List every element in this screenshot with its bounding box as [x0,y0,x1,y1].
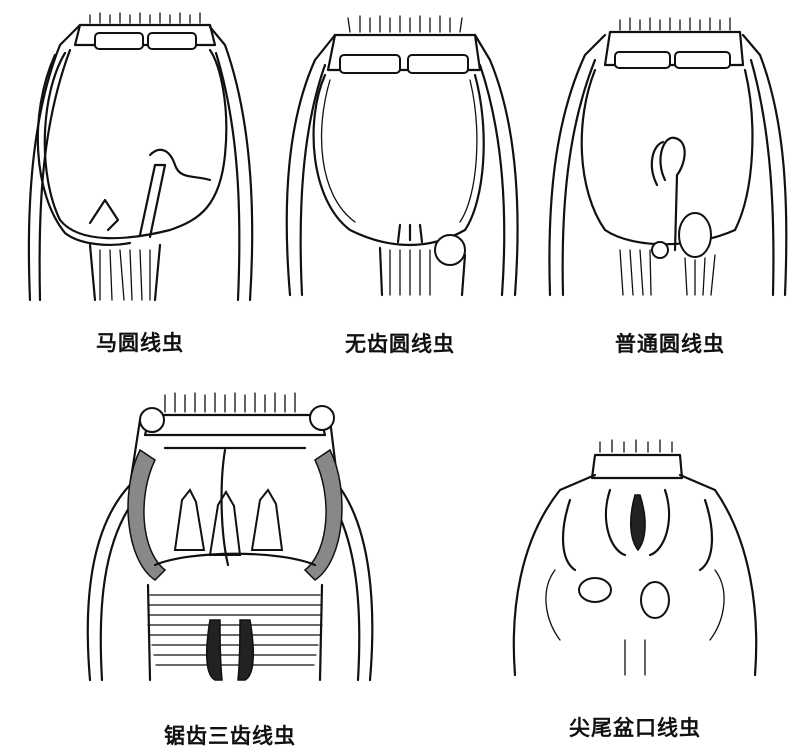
strongylus-vulgaris-drawing [548,17,788,297]
panel-strongylus-equinus: 马圆线虫 [20,5,260,355]
oesophagodontus-robustus-drawing [512,439,758,677]
triodontophorus-serratus-drawing [86,392,374,682]
caption-strongylus-edentatus: 无齿圆线虫 [345,331,455,356]
panel-strongylus-vulgaris: 普通圆线虫 [545,10,790,356]
strongylus-equinus-drawing [27,12,254,302]
caption-strongylus-vulgaris: 普通圆线虫 [615,331,725,356]
strongylus-edentatus-drawing [285,15,519,297]
panel-strongylus-edentatus: 无齿圆线虫 [270,10,530,356]
caption-triodontophorus-serratus: 锯齿三齿线虫 [164,723,296,748]
caption-strongylus-equinus: 马圆线虫 [96,330,184,355]
caption-oesophagodontus-robustus: 尖尾盆口线虫 [569,715,701,740]
panel-oesophagodontus-robustus: 尖尾盆口线虫 [500,439,770,740]
panel-triodontophorus-serratus: 锯齿三齿线虫 [70,390,400,748]
